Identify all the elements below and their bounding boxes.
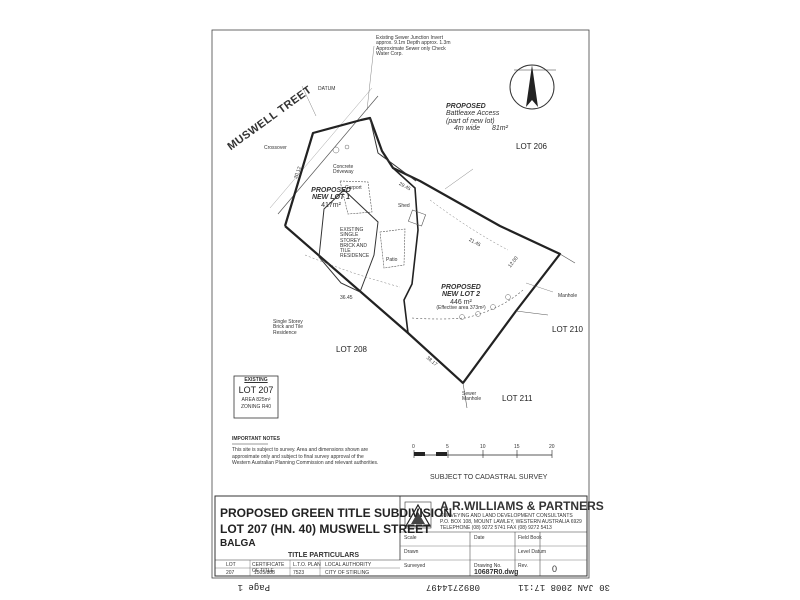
tp-col-plan: L.T.O. PLAN (293, 562, 321, 568)
lot2-driveway (411, 289, 524, 320)
driveway-label: Concrete Driveway (333, 164, 354, 176)
firm-address: P.O. BOX 108, MOUNT LAWLEY, WESTERN AUST… (440, 519, 582, 525)
dim-label: 36.45 (340, 295, 353, 301)
existing-lot-box (233, 375, 279, 419)
title-line-2: LOT 207 (HN. 40) MUSWELL STREET (220, 522, 431, 536)
meta-date: Date (474, 535, 485, 541)
meta-scale: Scale (404, 535, 417, 541)
meta-level: Level Datum (518, 549, 547, 555)
neighbor-lot-210: LOT 210 (552, 325, 583, 334)
title-particulars: TITLE PARTICULARS (288, 552, 360, 559)
battleaxe-access (369, 117, 417, 182)
crossover-label: Crossover (264, 145, 287, 151)
lot1-label: PROPOSED NEW LOT 1 417m² (311, 187, 351, 209)
shed-outline (407, 209, 427, 227)
meta-surveyed: Surveyed (404, 563, 426, 569)
title-line-1: PROPOSED GREEN TITLE SUBDIVISION (220, 506, 453, 520)
carport-label: Carport (345, 185, 362, 191)
sewer-manhole-label: Sewer Manhole (462, 391, 482, 403)
fax-page: Page 1 (237, 582, 270, 592)
patio-label: Patio (386, 257, 398, 263)
fax-date: 30 JAN 2008 17:11 (518, 582, 610, 592)
sewer-note: Existing Sewer Junction Invert approx. 9… (376, 35, 451, 57)
neighbor-dwelling-label: Single Storey Brick and Tile Residence (273, 319, 304, 336)
notes-heading: IMPORTANT NOTES (232, 436, 280, 442)
firm-name: A.R.WILLIAMS & PARTNERS (440, 499, 604, 513)
firm-subtitle: SURVEYING AND LAND DEVELOPMENT CONSULTAN… (440, 513, 573, 519)
scale-tick: 20 (549, 444, 555, 450)
tp-col-la: LOCAL AUTHORITY (325, 562, 372, 568)
scale-bar (413, 450, 553, 458)
lot2-label: PROPOSED NEW LOT 2 446 m² (Effective are… (436, 284, 486, 312)
neighbor-lot-206: LOT 206 (516, 142, 547, 151)
lot-boundary (283, 116, 562, 385)
revision-number: 0 (552, 564, 558, 574)
scale-caption: SUBJECT TO CADASTRAL SURVEY (430, 474, 548, 481)
tp-val-lot: 207 (226, 570, 235, 576)
notes-body: This site is subject to survey. Area and… (232, 447, 379, 466)
meta-drawn: Drawn (404, 549, 419, 555)
scale-tick: 0 (412, 444, 415, 450)
existing-house-label: EXISTING SINGLE STOREY BRICK AND TILE RE… (340, 227, 370, 260)
tp-val-plan: 7523 (293, 570, 305, 576)
scale-tick: 10 (480, 444, 486, 450)
tp-col-lot: LOT (226, 562, 236, 568)
datum-label: DATUM (318, 86, 336, 92)
tp-val-la: CITY OF STIRLING (325, 570, 370, 576)
fax-number: 0892714497 (425, 582, 480, 592)
title-block-frame (214, 495, 588, 577)
neighbor-lot-211: LOT 211 (502, 394, 533, 403)
tp-col-ct: CERTIFICATE OF TITLE (252, 562, 285, 574)
firm-telephone: TELEPHONE (08) 9272 5741 FAX (08) 9272 5… (440, 525, 552, 531)
neighbor-lot-208: LOT 208 (336, 345, 367, 354)
lot-division (392, 167, 419, 334)
scale-tick: 15 (514, 444, 520, 450)
carport-outline (339, 180, 373, 215)
title-suburb: BALGA (220, 538, 256, 549)
meta-drawing-no: Drawing No. (474, 563, 502, 569)
scale-tick: 5 (446, 444, 449, 450)
firm-logo-icon (404, 501, 432, 529)
sheet-border (211, 29, 590, 579)
tp-val-ct: 1505/888 (254, 570, 275, 576)
patio-outline (379, 228, 406, 269)
fax-footer: 0892714497 Page 1 30 JAN 2008 17:11 (200, 578, 610, 594)
meta-rev: Rev. (518, 563, 528, 569)
existing-house-outline (318, 189, 379, 293)
existing-lot-info: EXISTING LOT 207 AREA 825m² ZONING R40 (238, 377, 274, 410)
meta-fieldbook: Field Book (518, 535, 542, 541)
proposed-access-label: PROPOSED Battleaxe Access (part of new l… (446, 103, 508, 133)
north-arrow-icon (509, 64, 556, 110)
manhole-label: Manhole (558, 293, 578, 299)
drawing-number: 10687R0.dwg (474, 569, 519, 576)
shed-label: Shed (398, 203, 410, 209)
